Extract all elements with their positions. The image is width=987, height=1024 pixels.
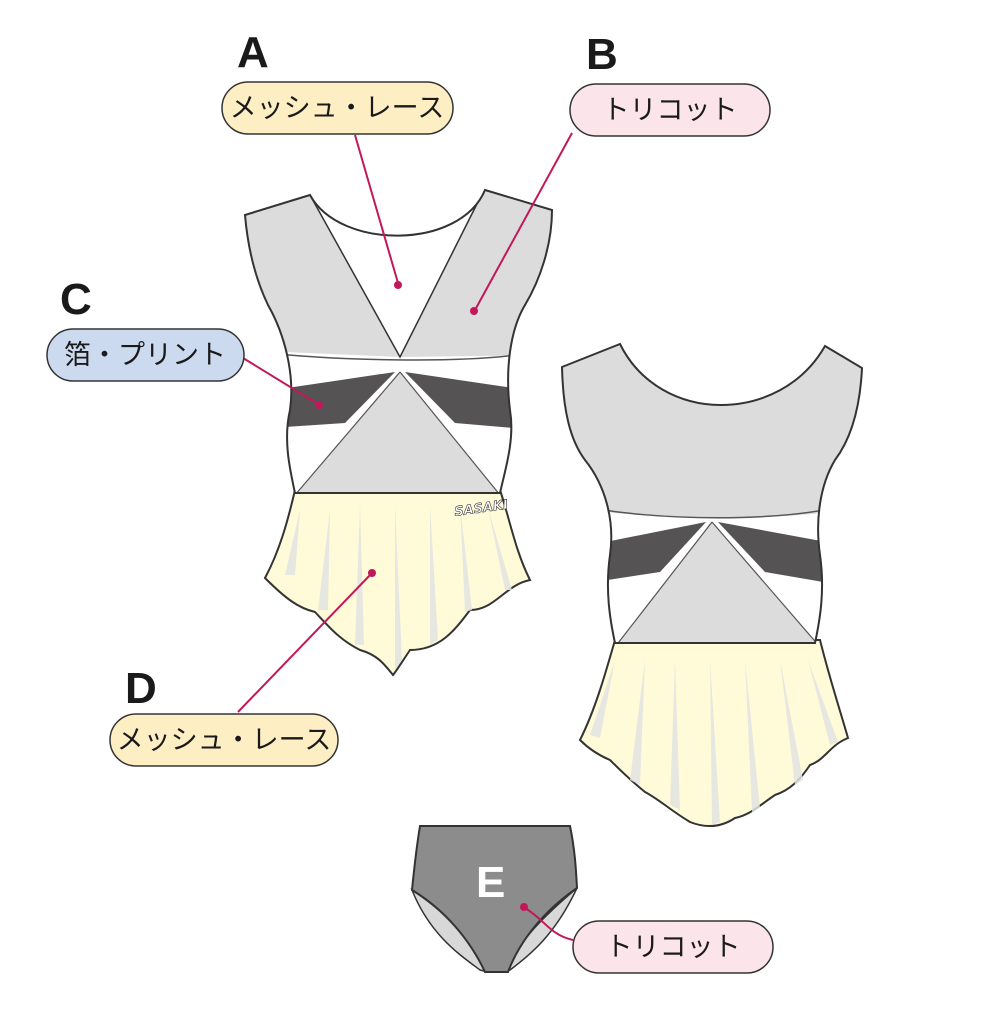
briefs: E xyxy=(410,825,579,974)
front-skirt-shading xyxy=(285,505,512,670)
callout-c: C 箔・プリント xyxy=(46,275,245,382)
callout-b-label: トリコット xyxy=(603,95,738,126)
front-trim-waist xyxy=(295,372,500,493)
front-outline xyxy=(243,188,554,494)
briefs-letter-e: E xyxy=(476,858,505,907)
briefs-body xyxy=(410,825,579,973)
callout-c-letter: C xyxy=(60,275,92,324)
callout-c-pill xyxy=(46,328,245,382)
callout-a-letter: A xyxy=(237,28,269,77)
callout-d-pill xyxy=(109,713,339,767)
front-leotard: SASAKI xyxy=(243,188,554,677)
leader-dots xyxy=(315,281,528,911)
back-outline xyxy=(560,342,864,644)
callout-e-label: トリコット xyxy=(606,932,741,963)
callout-c-label: 箔・プリント xyxy=(64,340,226,371)
back-leotard xyxy=(560,342,864,828)
callout-a: A メッシュ・レース xyxy=(221,28,454,135)
callout-b: B トリコット xyxy=(569,30,771,137)
leader-lines xyxy=(237,132,574,941)
callout-b-letter: B xyxy=(586,30,618,79)
callout-d-letter: D xyxy=(125,664,157,713)
callout-d: D メッシュ・レース xyxy=(109,664,339,767)
callout-b-pill xyxy=(569,83,771,137)
callout-a-pill xyxy=(221,81,454,135)
callout-a-label: メッシュ・レース xyxy=(230,93,445,124)
front-skirt xyxy=(263,489,532,677)
callout-e-pill xyxy=(572,920,774,974)
back-trim-waist xyxy=(615,522,820,643)
back-skirt-shading xyxy=(590,660,838,825)
back-skirt xyxy=(578,639,850,828)
callout-d-label: メッシュ・レース xyxy=(117,725,332,756)
front-trim-left xyxy=(245,190,400,357)
callout-e: トリコット xyxy=(572,920,774,974)
